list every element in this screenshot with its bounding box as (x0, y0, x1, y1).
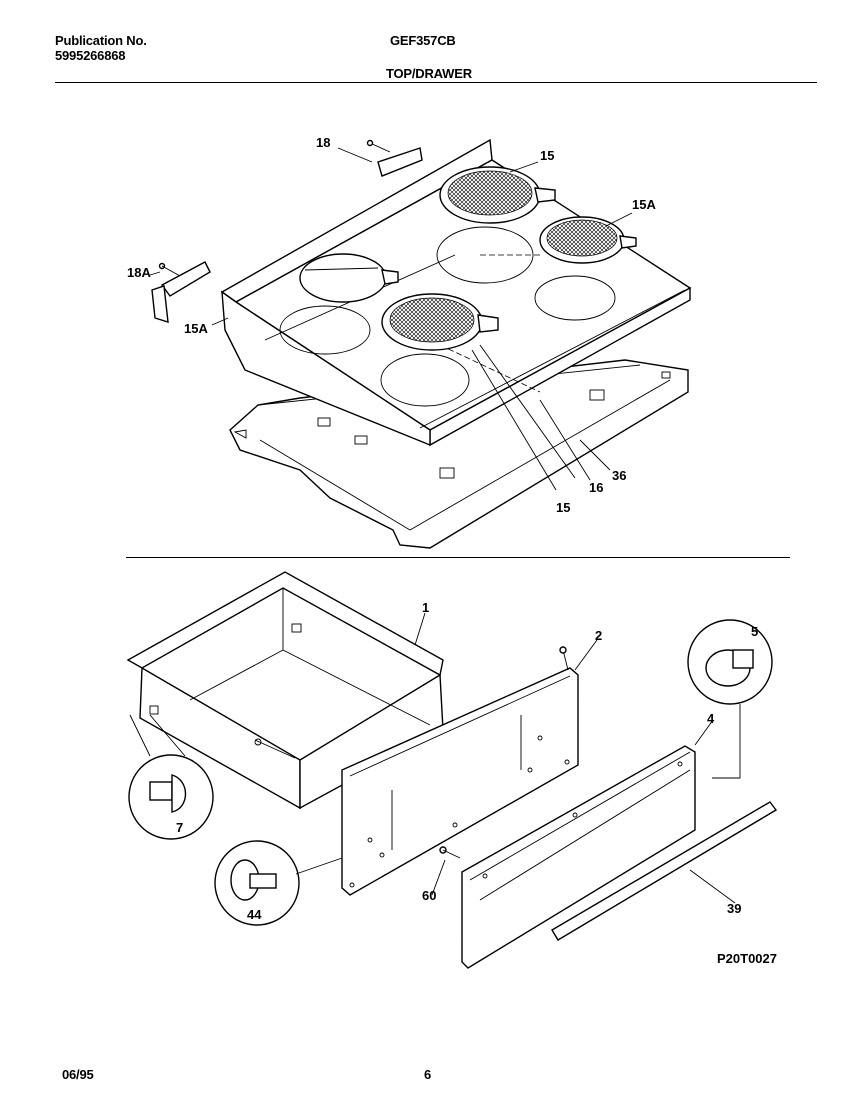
model-number: GEF357CB (390, 33, 456, 48)
handle-trim (551, 801, 778, 941)
callout-44: 44 (247, 907, 262, 922)
burner-15-top (439, 166, 556, 224)
publication-label: Publication No. (55, 33, 147, 48)
callout-18a: 18A (127, 265, 151, 280)
detail-5 (687, 619, 773, 705)
bracket-18a (151, 261, 211, 323)
drawer-panel (341, 646, 579, 896)
detail-7 (128, 754, 214, 840)
callout-5: 5 (751, 624, 758, 639)
callout-15-top: 15 (540, 148, 554, 163)
callout-16: 16 (589, 480, 603, 495)
burner-15-bottom (381, 293, 499, 351)
callout-15-bottom: 15 (556, 500, 570, 515)
detail-44 (214, 840, 300, 926)
callout-60: 60 (422, 888, 436, 903)
callout-15a-left: 15A (184, 321, 208, 336)
callout-4: 4 (707, 711, 715, 726)
callout-2: 2 (595, 628, 602, 643)
burner-15a-right (539, 216, 637, 264)
drawer-front (461, 745, 696, 969)
screw-60 (439, 846, 461, 859)
footer-date: 06/95 (62, 1067, 94, 1082)
drawer-assembly: 1 2 5 4 7 44 60 39 (126, 571, 778, 969)
callout-18: 18 (316, 135, 330, 150)
callout-1: 1 (422, 600, 429, 615)
callout-15a-right: 15A (632, 197, 656, 212)
figure-code: P20T0027 (717, 951, 777, 966)
section-title: TOP/DRAWER (386, 66, 472, 81)
header-rule (55, 82, 817, 83)
bracket-18 (366, 139, 423, 177)
burner-15a-left (299, 253, 399, 303)
section-divider (126, 557, 790, 558)
callout-36: 36 (612, 468, 626, 483)
publication-number: 5995266868 (55, 48, 126, 63)
callout-7: 7 (176, 820, 183, 835)
callout-39: 39 (727, 901, 741, 916)
cooktop-assembly: 18 15 15A 18A 15A 15 16 36 (127, 135, 692, 549)
page-number: 6 (424, 1067, 432, 1082)
